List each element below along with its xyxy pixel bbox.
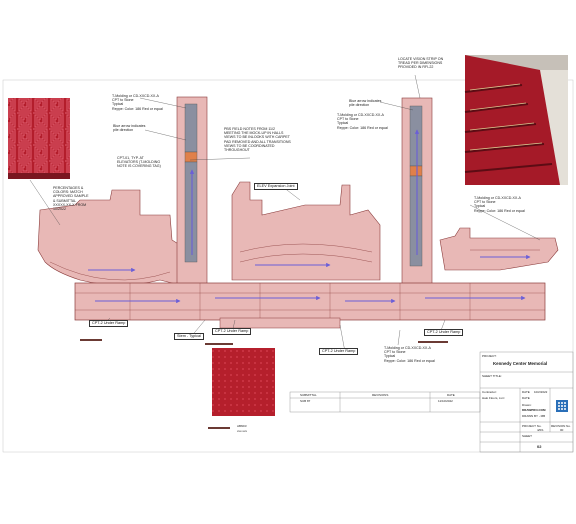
swatch-label: AB6D3	[237, 424, 247, 428]
tb-revision-no-value: 00	[560, 428, 564, 432]
tb-submittal-label: SUBMITTAL	[300, 393, 317, 397]
tb-date2-label: DATE	[522, 390, 530, 394]
title-block	[289, 351, 574, 453]
note-stone-left: T-Molding or CD-XXCD-XX-A CPT to Stone T…	[112, 94, 163, 111]
callout-cpt2-mid: CPT-2 Under Ramp	[212, 328, 252, 335]
stair-photo	[464, 55, 568, 185]
callout-cpt2-lower: CPT-2 Under Ramp	[319, 348, 359, 355]
note-stone-right: T-Molding or CD-XXCD-XX-A CPT to Stone T…	[474, 196, 525, 213]
tb-drawn-label: Drawn:	[522, 403, 532, 407]
note-pbs-field: PBS FIELD NOTES FROM 11/2 MEETING THE MO…	[224, 127, 291, 153]
note-pile-arrow-left: Blue arrow indicates pile direction	[113, 124, 146, 133]
callout-cpt2-right: CPT-2 Under Ramp	[424, 329, 464, 336]
callout-expansion-joint: ELEV Expansion Joint	[254, 183, 298, 190]
tb-date-value: 11/10/2022	[438, 399, 453, 403]
note-vision-strip: LOCATE VISION STRIP ON TREAD PER DIMENSI…	[398, 57, 444, 70]
sheet-border	[2, 79, 574, 453]
swatch-sublabel: xxx-xxx	[237, 429, 247, 433]
right-lobby	[439, 227, 559, 271]
tb-contractor-label: Contractor:	[482, 390, 497, 394]
tb-project-name: Kennedy Center Memorial	[493, 361, 548, 366]
tb-drawn-value: DRAWPRO.COM	[522, 408, 546, 412]
tb-sheet-label: SHEET	[522, 434, 533, 438]
tb-project-label: PROJECT:	[482, 354, 497, 358]
tb-rev-date-label: DATE	[522, 396, 530, 400]
tb-revision-no-label: REVISION No.	[551, 424, 571, 428]
tb-date2-value: 10/2/2022	[534, 390, 548, 394]
note-stone-right-top: T-Molding or CD-XXCD-XX-A CPT to Stone T…	[337, 113, 388, 130]
tb-date-label: DATE	[447, 393, 455, 397]
callout-cpt2-left: CPT-2 Under Ramp	[89, 320, 129, 327]
callout-stem: Stem - Typical	[174, 333, 204, 340]
carpet-pattern-sample	[8, 98, 70, 173]
note-pile-arrow-right: Blue arrow indicates pile direction	[349, 99, 382, 108]
tb-contractor-name: Halo Floors, LLC	[482, 396, 505, 400]
tb-project-no-value: 4/0/1	[537, 428, 544, 432]
tb-submittal-value: SUB 87	[300, 399, 311, 403]
note-percentages: PERCENTAGES & COLORS: MATCH APPROVED SAM…	[53, 186, 89, 212]
tb-revisions-label: REVISIONS	[372, 393, 389, 397]
tb-sheet-title-label: SHEET TITLE:	[482, 374, 502, 378]
center-hall	[231, 181, 381, 281]
note-stone-bottom: T-Molding or CD-XXCD-XX-A CPT to Stone T…	[384, 346, 435, 363]
carpet-swatch	[212, 348, 275, 416]
tb-project-no-label: PROJECT No.	[522, 424, 542, 428]
tb-sheet-value: 02	[537, 444, 542, 449]
tb-drawn-no: DRAWN BY - MB	[522, 414, 546, 418]
note-cpt-pattern: CPT-01, TYP. AT ELEVATORS (T-MOLDING NOT…	[117, 156, 161, 169]
